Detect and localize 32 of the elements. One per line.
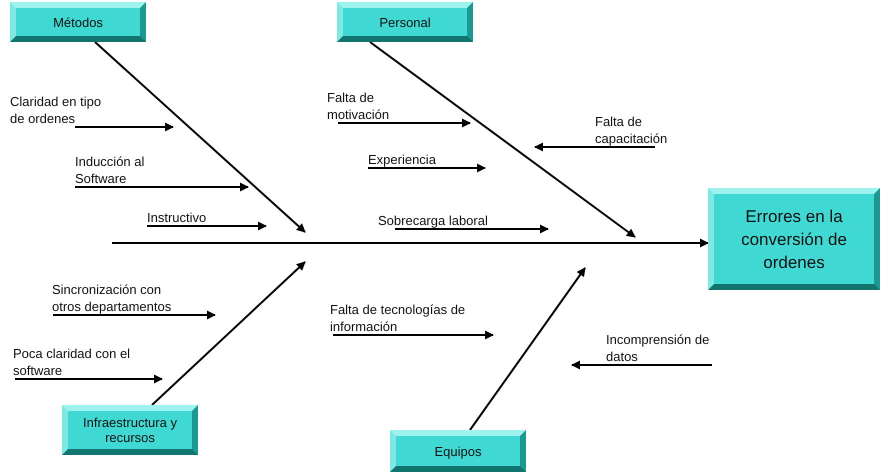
arrow bbox=[368, 164, 486, 172]
arrow bbox=[395, 224, 549, 234]
arrow bbox=[469, 267, 586, 431]
arrow bbox=[571, 360, 712, 370]
arrow bbox=[53, 310, 216, 320]
arrow bbox=[151, 261, 306, 406]
cause-label: Instructivo bbox=[147, 209, 206, 226]
arrow bbox=[75, 182, 249, 192]
arrow bbox=[147, 222, 267, 230]
arrow bbox=[333, 330, 494, 340]
category-box: Equipos bbox=[390, 430, 526, 472]
cause-label: Falta de motivación bbox=[327, 89, 405, 123]
cause-label: Falta de tecnologías de información bbox=[330, 301, 470, 335]
arrow bbox=[112, 238, 709, 248]
arrow bbox=[15, 374, 163, 384]
cause-label: Claridad en tipo de ordenes bbox=[10, 93, 118, 127]
arrow bbox=[75, 122, 174, 132]
category-box: Infraestructura y recursos bbox=[62, 405, 198, 455]
arrow bbox=[369, 41, 636, 238]
cause-label: Experiencia bbox=[368, 151, 436, 168]
category-box: Personal bbox=[337, 2, 473, 42]
effect-box: Errores en la conversión de ordenes bbox=[708, 188, 880, 290]
cause-label: Sincronización con otros departamentos bbox=[52, 281, 192, 315]
cause-label: Sobrecarga laboral bbox=[378, 212, 488, 229]
arrow bbox=[94, 41, 306, 233]
cause-label: Inducción al Software bbox=[75, 153, 165, 187]
category-box: Métodos bbox=[10, 2, 146, 42]
arrow bbox=[534, 142, 655, 152]
cause-label: Falta de capacitación bbox=[595, 113, 690, 147]
cause-label: Poca claridad con el software bbox=[13, 345, 148, 379]
cause-label: Incomprensión de datos bbox=[606, 331, 718, 365]
arrow bbox=[338, 118, 471, 128]
